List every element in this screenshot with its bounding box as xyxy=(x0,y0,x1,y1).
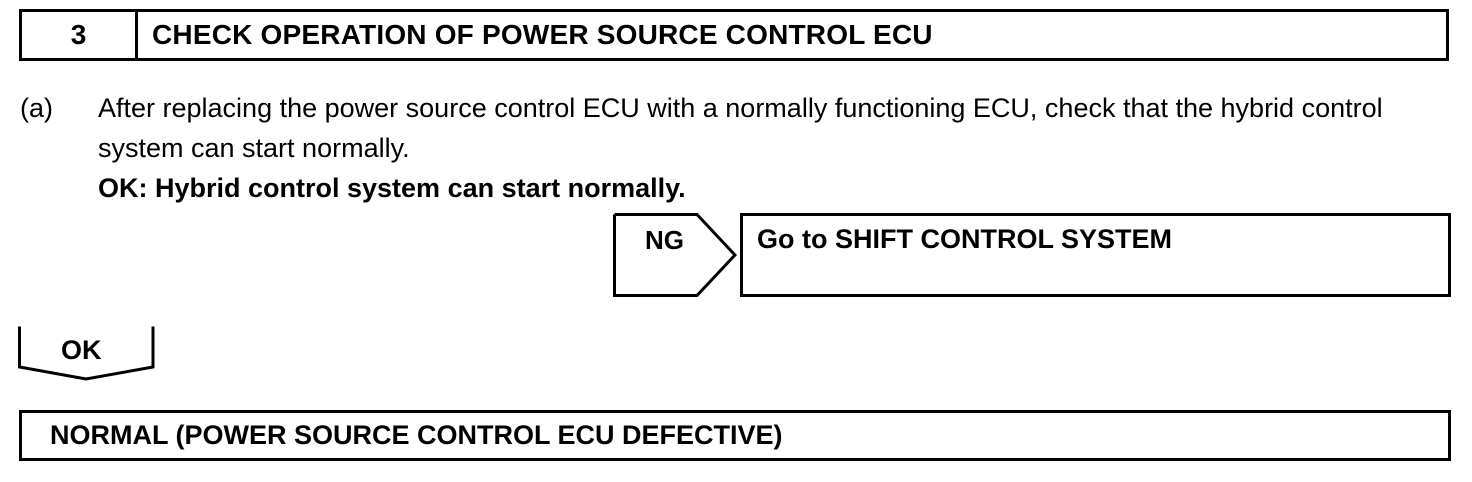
ng-action-text: Go to SHIFT CONTROL SYSTEM xyxy=(757,224,1172,254)
ng-tag: NG xyxy=(613,213,737,297)
ok-arrow-shape xyxy=(18,326,155,381)
instruction-marker: (a) xyxy=(20,93,53,123)
instruction-body: After replacing the power source control… xyxy=(98,88,1452,208)
ok-criteria: OK: Hybrid control system can start norm… xyxy=(98,173,686,203)
ok-tag: OK xyxy=(17,325,157,381)
ng-label: NG xyxy=(645,225,684,255)
result-text: NORMAL (POWER SOURCE CONTROL ECU DEFECTI… xyxy=(50,420,783,450)
step-header: 3 CHECK OPERATION OF POWER SOURCE CONTRO… xyxy=(19,9,1449,61)
step-title: CHECK OPERATION OF POWER SOURCE CONTROL … xyxy=(152,19,933,50)
result-box: NORMAL (POWER SOURCE CONTROL ECU DEFECTI… xyxy=(19,410,1451,461)
instruction-paragraph: (a) After replacing the power source con… xyxy=(20,88,1452,208)
ng-arrow-shape xyxy=(613,213,737,297)
instruction-text: After replacing the power source control… xyxy=(98,93,1383,163)
ok-label: OK xyxy=(61,335,102,365)
step-number: 3 xyxy=(22,12,138,58)
ng-action-box: Go to SHIFT CONTROL SYSTEM xyxy=(740,213,1451,297)
